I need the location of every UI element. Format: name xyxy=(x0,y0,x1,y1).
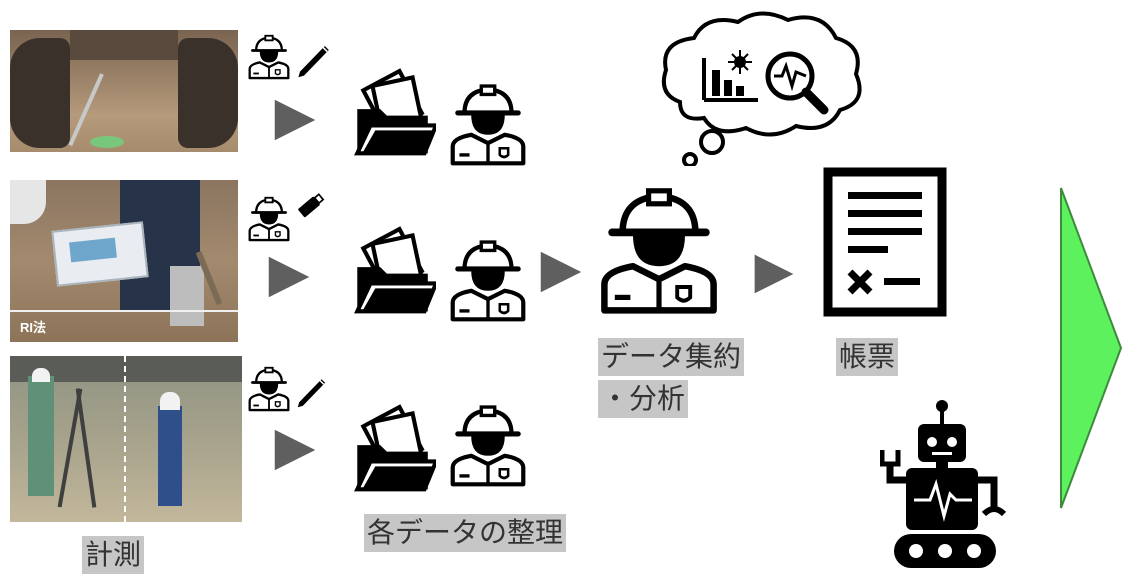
pen-icon-row1 xyxy=(292,38,332,78)
analyst-worker-icon xyxy=(594,178,724,318)
robot-icon xyxy=(880,400,1007,568)
thought-cloud-icon xyxy=(661,11,862,166)
measurement-label: 計測 xyxy=(82,536,145,574)
aggregate-label-line2: ・分析 xyxy=(598,380,689,418)
big-green-arrow-icon xyxy=(1060,187,1123,509)
arrow-icon-row2 xyxy=(266,252,312,302)
report-document-icon xyxy=(823,167,947,317)
photo-ri-method-measurement: RI法 xyxy=(10,180,238,342)
worker-icon-row3 xyxy=(446,398,530,490)
document-folder-icon-row3 xyxy=(354,400,436,500)
report-label: 帳票 xyxy=(836,338,899,376)
arrow-icon-to-report xyxy=(752,250,796,298)
photo-survey-measurement xyxy=(10,356,242,522)
document-folder-icon-row2 xyxy=(354,222,436,322)
arrow-icon-row3 xyxy=(272,426,318,474)
magnifier-icon xyxy=(765,51,829,115)
worker-icon-row1 xyxy=(446,78,530,168)
analysis-chart-icon xyxy=(702,50,758,102)
photo-excavator-measurement xyxy=(10,30,238,152)
small-worker-icon-row1 xyxy=(246,32,292,80)
small-worker-icon-row2 xyxy=(246,194,292,242)
small-worker-icon-row3 xyxy=(246,364,292,412)
usb-icon-row2 xyxy=(292,190,326,224)
ri-method-caption: RI法 xyxy=(20,320,47,335)
aggregate-label-line1: データ集約 xyxy=(598,338,745,376)
pen-icon-row3 xyxy=(292,372,328,408)
arrow-icon-row1 xyxy=(272,96,318,144)
arrow-icon-to-aggregate xyxy=(538,248,584,296)
organize-data-label: 各データの整理 xyxy=(364,514,567,552)
document-folder-icon-row1 xyxy=(354,64,436,164)
worker-icon-row2 xyxy=(446,234,530,324)
